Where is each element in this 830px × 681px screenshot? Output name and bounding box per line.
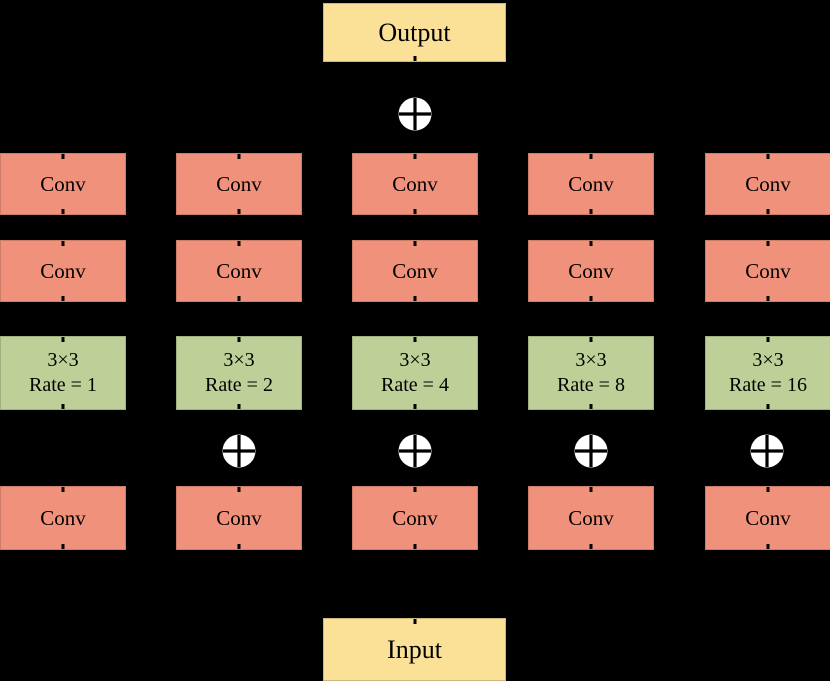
conv-box: Conv (352, 240, 478, 302)
kernel-label: 3×3 (47, 349, 79, 371)
rate-label: Rate = 4 (381, 374, 449, 396)
conv-box: Conv (705, 153, 830, 215)
input-box: Input (323, 618, 506, 681)
kernel-label: 3×3 (223, 349, 255, 371)
conv-box: Conv (528, 240, 654, 302)
sum-icon (222, 434, 256, 468)
rate-label: Rate = 16 (729, 374, 807, 396)
conv-box: Conv (176, 486, 302, 550)
sum-icon (398, 434, 432, 468)
dilated-conv-box: 3×3 Rate = 1 (0, 336, 126, 410)
conv-box: Conv (0, 240, 126, 302)
kernel-label: 3×3 (399, 349, 431, 371)
dilated-conv-box: 3×3 Rate = 4 (352, 336, 478, 410)
conv-box: Conv (352, 153, 478, 215)
conv-box: Conv (528, 153, 654, 215)
sum-icon (750, 434, 784, 468)
rate-label: Rate = 1 (29, 374, 97, 396)
rate-label: Rate = 8 (557, 374, 625, 396)
dilated-conv-box: 3×3 Rate = 8 (528, 336, 654, 410)
conv-box: Conv (352, 486, 478, 550)
sum-icon (574, 434, 608, 468)
output-box: Output (323, 3, 506, 62)
dilated-conv-box: 3×3 Rate = 2 (176, 336, 302, 410)
conv-box: Conv (0, 153, 126, 215)
conv-box: Conv (705, 486, 830, 550)
kernel-label: 3×3 (575, 349, 607, 371)
conv-box: Conv (0, 486, 126, 550)
rate-label: Rate = 2 (205, 374, 273, 396)
conv-box: Conv (176, 240, 302, 302)
dilated-conv-box: 3×3 Rate = 16 (705, 336, 830, 410)
sum-icon (398, 97, 432, 131)
conv-box: Conv (705, 240, 830, 302)
conv-box: Conv (176, 153, 302, 215)
conv-box: Conv (528, 486, 654, 550)
kernel-label: 3×3 (752, 349, 784, 371)
